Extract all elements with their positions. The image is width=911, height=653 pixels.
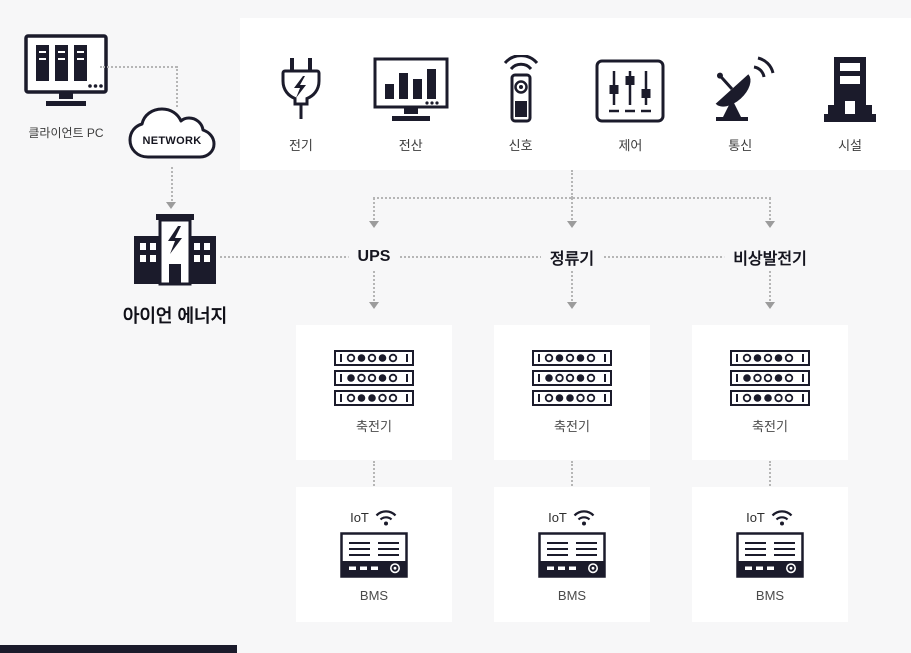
energy-center: 아이언 에너지 (95, 212, 255, 328)
system-item-electric: 전기 (246, 36, 356, 154)
source-label-rectifier: 정류기 (540, 243, 604, 271)
connector-storage-bms-1 (373, 461, 375, 486)
satellite-dish-icon (704, 55, 776, 123)
network-label: NETWORK (142, 135, 202, 147)
battery-rack-icon (532, 350, 612, 406)
connector-panel-drop (571, 170, 573, 198)
bms-device-icon (340, 531, 408, 578)
arrow-to-generator (765, 221, 775, 228)
bms-box-3: IoT (692, 487, 848, 622)
bms-label: BMS (359, 587, 389, 603)
system-item-label: 제어 (618, 138, 643, 153)
wifi-icon (374, 507, 398, 526)
storage-box-3: 축전기 (692, 325, 848, 460)
connector-energy-sources (220, 256, 770, 258)
wifi-icon (770, 507, 794, 526)
bms-device-icon (538, 531, 606, 578)
bms-label: BMS (755, 587, 785, 603)
connector-drop-rectifier (571, 198, 573, 220)
system-item-facility: 시설 (795, 36, 905, 154)
storage-box-1: 축전기 (296, 325, 452, 460)
arrow-to-storage-3 (765, 302, 775, 309)
system-item-control: 제어 (575, 36, 685, 154)
storage-label: 축전기 (356, 419, 392, 434)
facility-building-icon (820, 55, 880, 123)
monitor-chart-icon (373, 57, 449, 123)
storage-label: 축전기 (752, 419, 788, 434)
connector-storage-bms-2 (571, 461, 573, 486)
system-item-label: 신호 (508, 138, 533, 153)
iot-row: IoT (350, 507, 398, 526)
iot-label: IoT (350, 509, 369, 525)
iot-label: IoT (746, 509, 765, 525)
bms-label: BMS (557, 587, 587, 603)
system-item-communication: 통신 (685, 36, 795, 154)
arrow-to-storage-2 (567, 302, 577, 309)
storage-box-2: 축전기 (494, 325, 650, 460)
connector-elbow-cloud (176, 66, 178, 107)
footer-bar (0, 645, 237, 653)
wifi-icon (572, 507, 596, 526)
arrow-to-ups (369, 221, 379, 228)
connector-cloud-energy (171, 167, 173, 201)
connector-drop-ups (373, 198, 375, 220)
bms-device-icon (736, 531, 804, 578)
battery-rack-icon (334, 350, 414, 406)
arrow-to-energy (166, 202, 176, 209)
system-item-computing: 전산 (356, 36, 466, 154)
plug-icon (273, 57, 329, 123)
power-building-icon (131, 212, 219, 286)
control-sliders-icon (595, 59, 665, 123)
arrow-to-rectifier (567, 221, 577, 228)
battery-rack-icon (730, 350, 810, 406)
connector-drop-generator (769, 198, 771, 220)
system-item-label: 전산 (398, 138, 423, 153)
system-item-label: 시설 (838, 138, 863, 153)
client-pc: 클라이언트 PC (16, 34, 116, 141)
connector-generator-storage (769, 271, 771, 301)
server-monitor-icon (24, 34, 108, 108)
energy-center-label: 아이언 에너지 (122, 306, 228, 326)
client-pc-label: 클라이언트 PC (28, 126, 104, 140)
iot-row: IoT (746, 507, 794, 526)
system-item-signal: 신호 (466, 36, 576, 154)
connector-rectifier-storage (571, 271, 573, 301)
connector-ups-storage (373, 271, 375, 301)
connector-storage-bms-3 (769, 461, 771, 486)
bms-box-2: IoT (494, 487, 650, 622)
network-cloud: NETWORK (124, 106, 220, 166)
signal-beacon-icon (498, 55, 544, 123)
iot-row: IoT (548, 507, 596, 526)
arrow-to-storage-1 (369, 302, 379, 309)
source-label-ups: UPS (348, 246, 400, 268)
connector-pc-elbow (100, 66, 177, 68)
iot-label: IoT (548, 509, 567, 525)
systems-panel: 전기 전산 (240, 18, 911, 170)
storage-label: 축전기 (554, 419, 590, 434)
system-item-label: 전기 (288, 138, 313, 153)
source-label-generator: 비상발전기 (724, 243, 816, 271)
bms-box-1: IoT (296, 487, 452, 622)
system-item-label: 통신 (728, 138, 753, 153)
